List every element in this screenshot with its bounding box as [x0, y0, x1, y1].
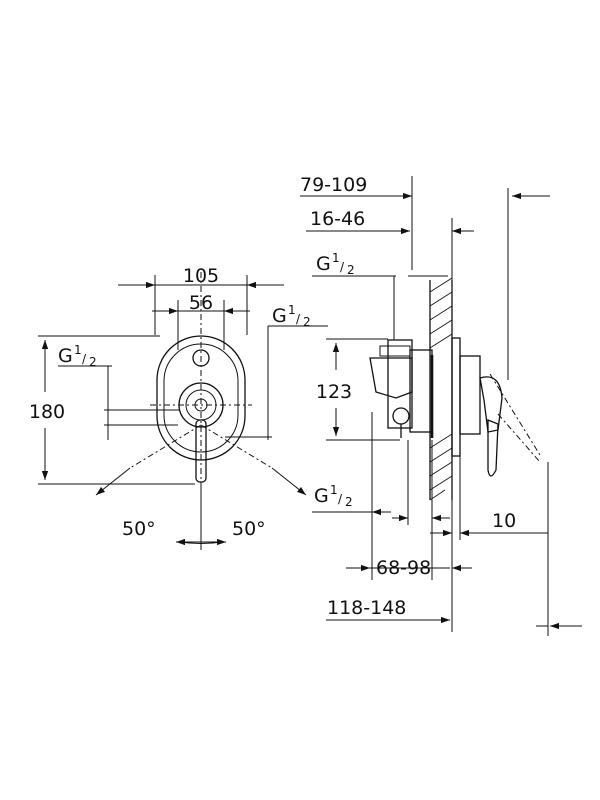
dim-79-109: 79-109	[300, 174, 367, 196]
svg-text:G: G	[58, 345, 73, 367]
dim-118-148: 118-148	[327, 597, 406, 619]
dim-68-98: 68-98	[376, 557, 431, 579]
dim-105: 105	[183, 265, 219, 287]
svg-text:G: G	[314, 485, 329, 507]
mixer-body	[369, 339, 434, 438]
svg-text:G: G	[272, 305, 287, 327]
svg-text:2: 2	[89, 355, 97, 369]
svg-text:2: 2	[345, 495, 353, 509]
angle-right: 50°	[232, 518, 266, 540]
svg-text:1: 1	[74, 343, 82, 357]
dim-123: 123	[316, 381, 352, 403]
side-view: 79-109 16-46 G 1 / 2 123 G 1	[300, 174, 582, 636]
dim-16-46: 16-46	[310, 208, 365, 230]
thread-label-top: G 1 / 2	[316, 251, 355, 277]
svg-text:/: /	[338, 492, 343, 506]
svg-text:/: /	[296, 312, 301, 326]
svg-text:/: /	[340, 260, 345, 274]
svg-text:1: 1	[332, 251, 340, 265]
dim-180: 180	[29, 401, 65, 423]
svg-text:1: 1	[330, 483, 338, 497]
front-view: 105 56 G 1 / 2 G 1 / 2	[29, 265, 328, 550]
thread-label-bottom: G 1 / 2	[314, 483, 353, 509]
svg-text:2: 2	[347, 263, 355, 277]
svg-text:/: /	[82, 352, 87, 366]
svg-text:2: 2	[303, 315, 311, 329]
svg-text:1: 1	[288, 303, 296, 317]
angle-left: 50°	[122, 518, 156, 540]
thread-label-left: G 1 / 2	[58, 343, 97, 369]
svg-text:G: G	[316, 253, 331, 275]
thread-label-right: G 1 / 2	[272, 303, 311, 329]
cover-and-handle	[451, 337, 541, 477]
dim-10: 10	[492, 510, 516, 532]
dim-56: 56	[189, 292, 213, 314]
